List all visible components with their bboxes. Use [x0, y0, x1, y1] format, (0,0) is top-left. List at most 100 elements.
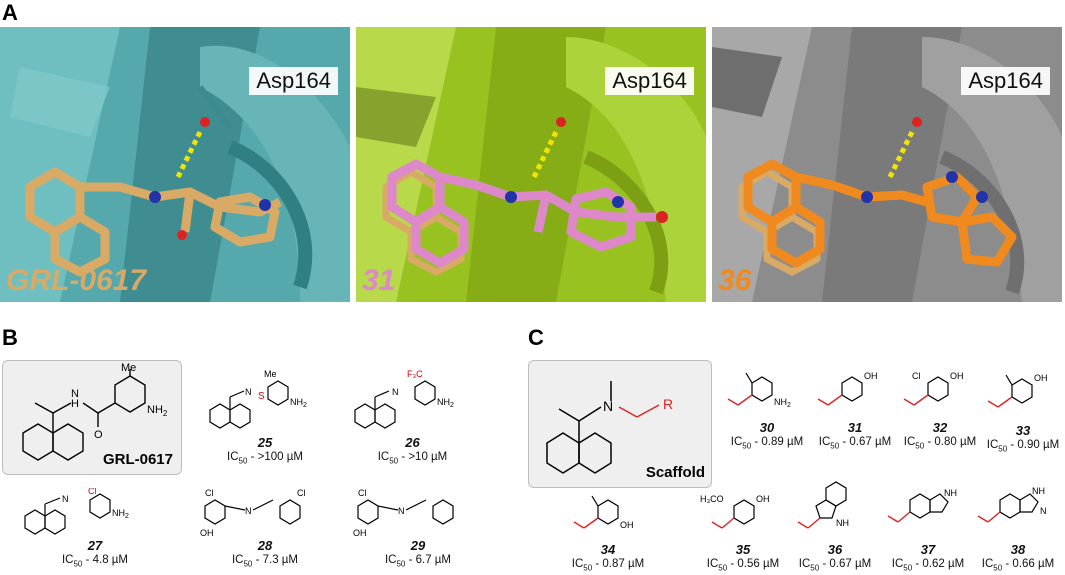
- panel-letter-a: A: [2, 0, 18, 25]
- ic50-value: IC50 - 6.7 µM: [384, 554, 451, 569]
- ic50-value: IC50 - 0.90 µM: [986, 439, 1060, 454]
- compound-number: 38: [1010, 542, 1026, 557]
- atom-s: S: [258, 391, 265, 402]
- ic50-value: IC50 - 7.3 µM: [231, 554, 298, 569]
- ic50-value: IC50 - 0.80 µM: [903, 436, 977, 451]
- atom-nh2: NH2: [437, 397, 454, 409]
- atom-nh: NH: [836, 518, 849, 528]
- ic50-value: IC50 - 0.66 µM: [981, 558, 1055, 573]
- compound-number: 25: [257, 435, 273, 450]
- compound-31-structure: OH: [817, 371, 878, 406]
- atom-cl: Cl: [358, 488, 367, 498]
- compound-number: 31: [847, 420, 863, 435]
- compound-32: Cl OH 32 IC50 - 0.80 µM: [898, 365, 982, 453]
- compound-number: 28: [257, 538, 273, 553]
- atom-cl: Cl: [88, 488, 97, 496]
- atom-n: N: [603, 398, 613, 414]
- compound-34-structure: OH: [573, 495, 634, 530]
- grl0617-structure: H N O Me NH2: [22, 362, 168, 461]
- atom-n: N: [245, 387, 252, 397]
- compound-37: NH 37 IC50 - 0.62 µM: [884, 478, 972, 575]
- compound-number: 27: [87, 538, 103, 553]
- atom-nh: NH: [1032, 486, 1045, 496]
- compound-28: Cl N Cl OH 28 IC50 - 7.3 µM: [195, 488, 335, 571]
- compound-number: 36: [827, 542, 843, 557]
- compound-number: 26: [405, 435, 420, 450]
- ic50-value: IC50 - 0.67 µM: [798, 558, 872, 573]
- residue-label: Asp164: [961, 67, 1050, 95]
- compound-33: OH 33 IC50 - 0.90 µM: [982, 365, 1064, 456]
- scaffold-label: Scaffold: [645, 464, 705, 481]
- compound-number: 35: [735, 542, 751, 557]
- compound-36: NH 36 IC50 - 0.67 µM: [790, 478, 880, 575]
- compound-25-structure: N S Me NH2: [209, 369, 307, 429]
- atom-oh: OH: [353, 528, 367, 538]
- compound-35: H₃CO OH 35 IC50 - 0.56 µM: [698, 492, 788, 575]
- compound-number: 30: [759, 420, 775, 435]
- compound-35-structure: H₃CO OH: [700, 494, 770, 529]
- atom-oh: OH: [1034, 373, 1048, 383]
- atom-n: N: [245, 506, 252, 516]
- ic50-value: IC50 - 0.89 µM: [730, 436, 804, 451]
- compound-27-structure: Cl N NH2: [24, 488, 129, 535]
- compound-26: N F₃C NH2 26 IC50 - >10 µM: [345, 365, 480, 468]
- ic50-value: IC50 - 4.8 µM: [61, 554, 128, 569]
- compound-number: 32: [932, 420, 948, 435]
- atom-n: N: [1040, 506, 1047, 516]
- structure-render-36: Asp164 36: [712, 27, 1062, 302]
- ic50-value: IC50 - 0.56 µM: [706, 558, 780, 573]
- compound-number: 34: [600, 542, 616, 557]
- atom-nh2: NH2: [774, 397, 791, 409]
- ic50-value: IC50 - >10 µM: [377, 451, 448, 466]
- compound-32-structure: Cl OH: [903, 371, 964, 406]
- ligand-label-grl0617: GRL-0617: [6, 264, 147, 297]
- compound-38-structure: NH N: [977, 486, 1047, 523]
- atom-cl: Cl: [297, 488, 306, 498]
- atom-me: Me: [264, 369, 277, 379]
- structure-render-31: Asp164 31: [356, 27, 706, 302]
- ic50-value: IC50 - >100 µM: [227, 451, 303, 466]
- atom-nh2: NH2: [112, 508, 129, 520]
- compound-36-structure: NH: [797, 481, 849, 529]
- atom-n: N: [392, 387, 399, 397]
- atom-me: Me: [121, 362, 136, 374]
- panel-letter-b: B: [2, 325, 18, 350]
- atom-nh2: NH2: [147, 404, 168, 418]
- residue-label: Asp164: [249, 67, 338, 95]
- atom-cl: Cl: [205, 488, 214, 498]
- compound-30: NH2 30 IC50 - 0.89 µM: [722, 365, 812, 453]
- grl0617-box: H N O Me NH2 GRL-0617: [2, 360, 182, 475]
- compound-30-structure: NH2: [727, 372, 791, 409]
- grl0617-label: GRL-0617: [102, 451, 173, 468]
- atom-n: N: [71, 388, 79, 400]
- atom-n: N: [62, 494, 69, 504]
- scaffold-structure: N R: [546, 381, 673, 474]
- compound-number: 37: [920, 542, 936, 557]
- compound-number: 29: [410, 538, 426, 553]
- scaffold-box: N R Scaffold: [528, 360, 712, 488]
- protein-ribbon-gray: [712, 27, 1062, 302]
- compound-31: OH 31 IC50 - 0.67 µM: [812, 365, 898, 453]
- compound-34: OH 34 IC50 - 0.87 µM: [568, 492, 648, 575]
- atom-h3co: H₃CO: [700, 494, 724, 504]
- atom-o: O: [94, 429, 103, 441]
- atom-n: N: [398, 506, 405, 516]
- compound-26-structure: N F₃C NH2: [354, 369, 454, 429]
- compound-29: Cl N OH 29 IC50 - 6.7 µM: [348, 488, 488, 571]
- atom-oh: OH: [200, 528, 214, 538]
- ligand-label-36: 36: [718, 264, 752, 297]
- panel-letter-c: C: [528, 325, 544, 350]
- compound-27: Cl N NH2 27 IC50 - 4.8 µM: [10, 488, 180, 571]
- compound-number: 33: [1015, 423, 1031, 438]
- atom-oh: OH: [950, 371, 964, 381]
- residue-label: Asp164: [605, 67, 694, 95]
- atom-nh2: NH2: [290, 397, 307, 409]
- compound-25: N S Me NH2 25 IC50 - >100 µM: [200, 365, 330, 468]
- r-group-label: R: [663, 396, 673, 412]
- atom-cl: Cl: [912, 371, 921, 381]
- atom-h: H: [71, 398, 79, 410]
- ic50-value: IC50 - 0.62 µM: [891, 558, 965, 573]
- atom-oh: OH: [864, 371, 878, 381]
- atom-f3c: F₃C: [407, 369, 423, 379]
- structure-render-grl0617: Asp164 GRL-0617: [0, 27, 350, 302]
